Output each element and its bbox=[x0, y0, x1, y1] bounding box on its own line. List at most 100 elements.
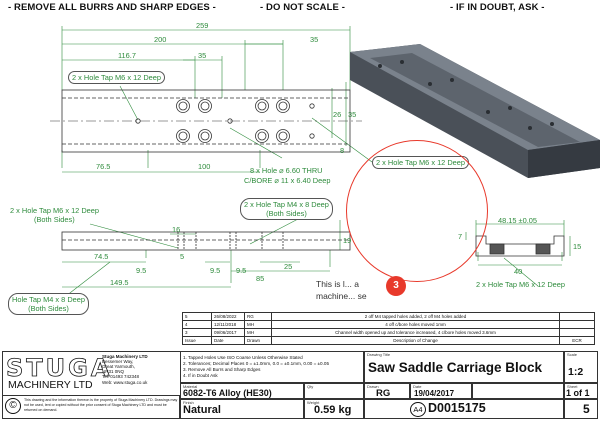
company-addr-2: Great Yarmouth, bbox=[102, 364, 135, 369]
dim-9-5-b: 9.5 bbox=[210, 266, 221, 275]
rev-header-desc: Description of Change bbox=[271, 336, 560, 345]
rev-drawn: MH bbox=[244, 328, 272, 337]
rev-desc: 4 off c/bore holes moved 1mm bbox=[271, 320, 560, 329]
dim-35-b: 35 bbox=[198, 51, 207, 60]
rev-desc: Channel width opened up and tolerance in… bbox=[271, 328, 560, 337]
tolerance-note-3: 3. Remove All Burrs and Sharp Edges bbox=[183, 367, 261, 372]
dim-8: 8 bbox=[340, 146, 345, 155]
tap-m4-front-line2: (Both Sides) bbox=[266, 209, 307, 218]
drawing-title: Saw Saddle Carriage Block bbox=[368, 360, 543, 375]
date-cell bbox=[410, 383, 472, 399]
dim-25: 25 bbox=[284, 262, 293, 271]
rev-issue: 3 bbox=[182, 328, 212, 337]
dim-74-5: 74.5 bbox=[94, 252, 109, 261]
table-row: 4 12/11/2018 MH 4 off c/bore holes moved… bbox=[182, 320, 595, 329]
dim-200: 200 bbox=[154, 35, 167, 44]
weight-cell bbox=[304, 399, 364, 419]
dim-149-5: 149.5 bbox=[110, 278, 129, 287]
header-scale-note: - DO NOT SCALE - bbox=[260, 2, 345, 13]
rev-date: 09/06/2017 bbox=[211, 328, 245, 337]
company-addr-3: NR31 0NQ bbox=[102, 369, 125, 374]
material-cell bbox=[180, 383, 304, 399]
rev-drawn: MH bbox=[244, 320, 272, 329]
tap-m6-end-note: 2 x Hole Tap M6 x 12 Deep bbox=[476, 280, 566, 289]
dim-15: 15 bbox=[573, 242, 582, 251]
rev-ecr bbox=[559, 328, 595, 337]
company-addr-1: Bessemer Way, bbox=[102, 359, 134, 364]
rev-header-ecr: ECR bbox=[559, 336, 595, 345]
revision-table: 5 26/08/2022 RG 2 off M4 tapped holes ad… bbox=[182, 312, 595, 345]
scale-label: Scale bbox=[567, 352, 578, 357]
scale-cell bbox=[564, 351, 598, 383]
drawing-number-cell bbox=[364, 399, 564, 419]
header-ask-note: - IF IN DOUBT, ASK - bbox=[450, 2, 545, 13]
qty-cell bbox=[304, 383, 364, 399]
drawing-title-cell bbox=[364, 351, 564, 383]
material-label: Material bbox=[183, 384, 198, 389]
issue-value: 5 bbox=[583, 402, 590, 416]
dim-76-5: 76.5 bbox=[96, 162, 111, 171]
rev-header-date: Date bbox=[211, 336, 245, 345]
dim-35-a: 35 bbox=[310, 35, 319, 44]
dim-100: 100 bbox=[198, 162, 211, 171]
rev-ecr bbox=[559, 320, 595, 329]
tap-m4-bottom-line2: (Both Sides) bbox=[28, 304, 69, 313]
copyright-box bbox=[2, 395, 180, 419]
rev-issue: 5 bbox=[182, 312, 212, 321]
dim-85: 85 bbox=[256, 274, 265, 283]
rev-header-drawn: Drawn bbox=[244, 336, 272, 345]
drawing-title-label: Drawing Title bbox=[367, 352, 391, 357]
drawn-cell bbox=[364, 383, 410, 399]
company-name: Stuga Machinery LTD bbox=[102, 354, 148, 359]
weight-label: Weight bbox=[307, 400, 320, 405]
company-addr-4: Tel: 01493 742348 bbox=[102, 374, 140, 379]
date-value: 19/04/2017 bbox=[414, 389, 455, 398]
hole-note-line2: C/BORE ⌀ 11 x 6.40 Deep bbox=[244, 176, 331, 185]
drawing-views bbox=[50, 26, 600, 297]
finish-value: Natural bbox=[183, 404, 221, 416]
drawing-number: D0015175 bbox=[428, 401, 486, 415]
material-value: 6082-T6 Alloy (HE30) bbox=[183, 388, 272, 398]
finish-cell bbox=[180, 399, 304, 419]
marker-badge[interactable]: 3 bbox=[386, 276, 406, 296]
table-row: 5 26/08/2022 RG 2 off M4 tapped holes ad… bbox=[182, 312, 595, 321]
header-burrs-note: - REMOVE ALL BURRS AND SHARP EDGES - bbox=[8, 2, 216, 13]
drawn-value: RG bbox=[376, 388, 391, 399]
rev-date: 12/11/2018 bbox=[211, 320, 245, 329]
highlight-circle bbox=[346, 140, 488, 282]
tolerance-note-1: 1. Tapped Holes Use ISO Coarse Unless Ot… bbox=[183, 355, 303, 360]
dim-35-c: 35 bbox=[348, 110, 357, 119]
dim-40: 40 bbox=[514, 267, 523, 276]
table-header-row: Issue Date Drawn Description of Change E… bbox=[182, 336, 595, 345]
rev-ecr bbox=[559, 312, 595, 321]
sheet-value: 1 of 1 bbox=[566, 388, 590, 398]
tap-m6-front-sides: (Both Sides) bbox=[34, 215, 75, 224]
dim-5: 5 bbox=[180, 252, 185, 261]
finish-label: Finish bbox=[183, 400, 194, 405]
copyright-icon: © bbox=[5, 398, 21, 414]
drawn-label: Drawn bbox=[367, 384, 379, 389]
tap-m6-note-top: 2 x Hole Tap M6 x 12 Deep bbox=[68, 71, 166, 84]
tolerance-note-4: 4. If in Doubt Ask bbox=[183, 373, 218, 378]
rev-drawn: RG bbox=[244, 312, 272, 321]
rev-header-issue: Issue bbox=[182, 336, 212, 345]
dim-48-15: 48.15 ±0.05 bbox=[498, 216, 537, 225]
dim-9-5-a: 9.5 bbox=[136, 266, 147, 275]
tap-m4-front-line1: 2 x Hole Tap M4 x 8 Deep bbox=[244, 200, 329, 209]
company-subtitle: MACHINERY LTD bbox=[8, 379, 93, 391]
rev-issue: 4 bbox=[182, 320, 212, 329]
blank-cell bbox=[472, 383, 564, 399]
tap-m4-front-note: 2 x Hole Tap M4 x 8 Deep (Both Sides) bbox=[240, 198, 333, 220]
table-row: 3 09/06/2017 MH Channel width opened up … bbox=[182, 328, 595, 337]
dim-19: 19 bbox=[343, 236, 352, 245]
company-logo: STUGA bbox=[6, 354, 113, 383]
sheet-label: Sheet bbox=[567, 384, 578, 389]
tap-m4-bottom-line1: Hole Tap M4 x 8 Deep bbox=[12, 295, 85, 304]
dim-16: 16 bbox=[172, 225, 181, 234]
tap-m6-front-note: 2 x Hole Tap M6 x 12 Deep bbox=[10, 206, 100, 215]
dim-259: 259 bbox=[196, 21, 209, 30]
weight-value: 0.59 kg bbox=[314, 404, 352, 416]
sheet-size: A4 bbox=[410, 402, 426, 417]
tolerance-note-2: 2. Tolerances; Decimal Places 0 = ±1.0mm… bbox=[183, 361, 329, 366]
scale-value: 1:2 bbox=[568, 366, 584, 378]
